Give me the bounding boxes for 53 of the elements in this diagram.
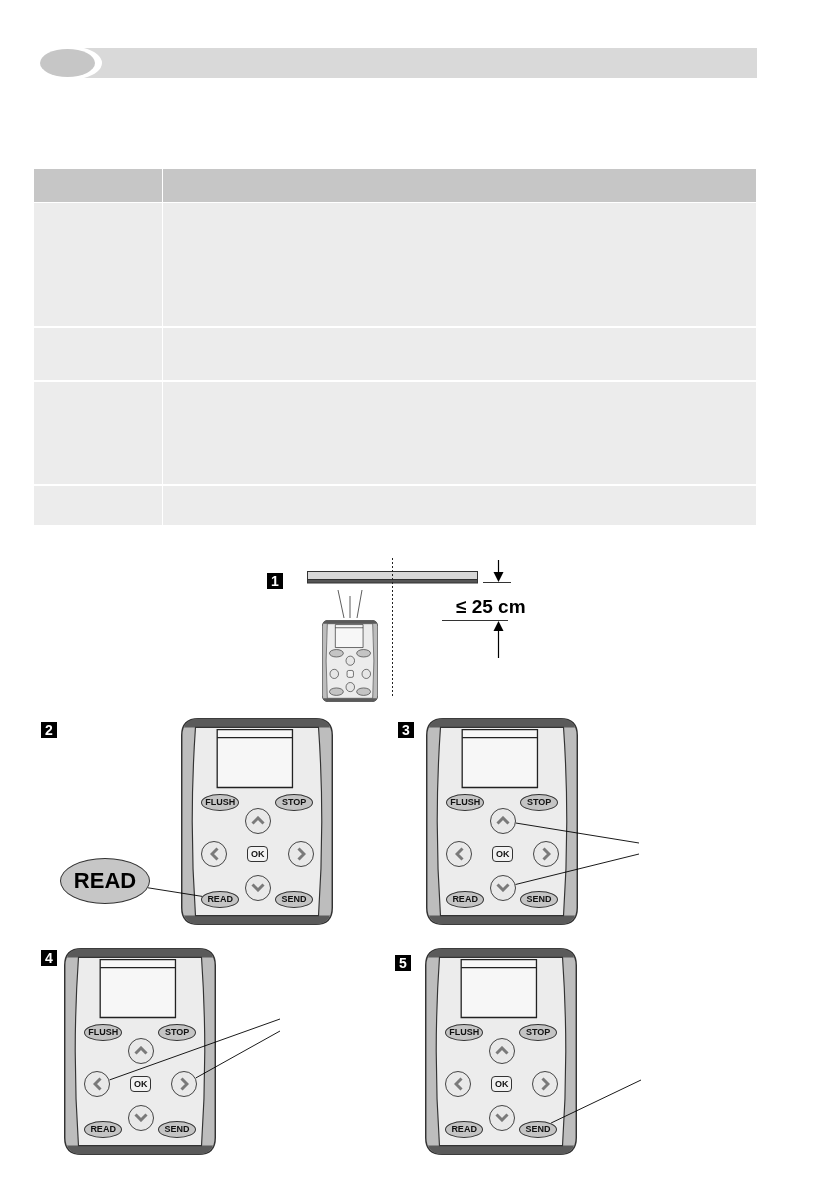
arrow-button xyxy=(127,1104,154,1131)
arrow-button xyxy=(127,1037,154,1064)
read-button: READ xyxy=(201,890,240,908)
step-number: 1 xyxy=(267,573,283,589)
read-button: READ xyxy=(445,1120,484,1138)
arrow-button xyxy=(533,841,560,868)
send-button: SEND xyxy=(158,1120,197,1138)
step-number: 4 xyxy=(41,950,57,966)
step-number: 3 xyxy=(398,722,414,738)
arrow-button xyxy=(489,874,516,901)
remote-control-drawing xyxy=(322,620,378,702)
flush-button: FLUSH xyxy=(446,793,485,811)
arrow-button xyxy=(488,1104,515,1131)
ok-button: OK xyxy=(491,1076,513,1093)
leader-line xyxy=(515,822,640,844)
arrow-button xyxy=(446,841,473,868)
remote-control xyxy=(181,718,333,925)
remote-control xyxy=(426,718,578,925)
arrow-button xyxy=(489,807,516,834)
stop-button: STOP xyxy=(519,1023,558,1041)
stop-button: STOP xyxy=(275,793,314,811)
send-button: SEND xyxy=(519,1120,558,1138)
ok-button: OK xyxy=(492,846,514,863)
stop-button: STOP xyxy=(158,1023,197,1041)
arrow-button xyxy=(84,1071,111,1098)
send-button: SEND xyxy=(275,890,314,908)
arrow-button xyxy=(201,841,228,868)
read-button: READ xyxy=(446,890,485,908)
read-button: READ xyxy=(84,1120,123,1138)
stop-button: STOP xyxy=(520,793,559,811)
ok-button: OK xyxy=(130,1076,152,1093)
arrow-button xyxy=(532,1071,559,1098)
remote-control xyxy=(64,948,216,1155)
ok-button: OK xyxy=(247,846,269,863)
leader-line xyxy=(550,1079,642,1124)
flush-button: FLUSH xyxy=(201,793,240,811)
step-number: 2 xyxy=(41,722,57,738)
arrow-button xyxy=(244,807,271,834)
send-button: SEND xyxy=(520,890,559,908)
leader-line xyxy=(109,1018,281,1081)
step-number: 5 xyxy=(395,955,411,971)
callout-bubble: READ xyxy=(60,858,150,904)
flush-button: FLUSH xyxy=(445,1023,484,1041)
leader-line xyxy=(515,853,640,885)
arrow-button xyxy=(288,841,315,868)
arrow-button xyxy=(171,1071,198,1098)
dimension-label: ≤ 25 cm xyxy=(456,596,526,618)
arrow-button xyxy=(445,1071,472,1098)
remote-control xyxy=(425,948,577,1155)
arrow-button xyxy=(488,1037,515,1064)
flush-button: FLUSH xyxy=(84,1023,123,1041)
leader-line xyxy=(147,887,203,897)
arrow-button xyxy=(244,874,271,901)
